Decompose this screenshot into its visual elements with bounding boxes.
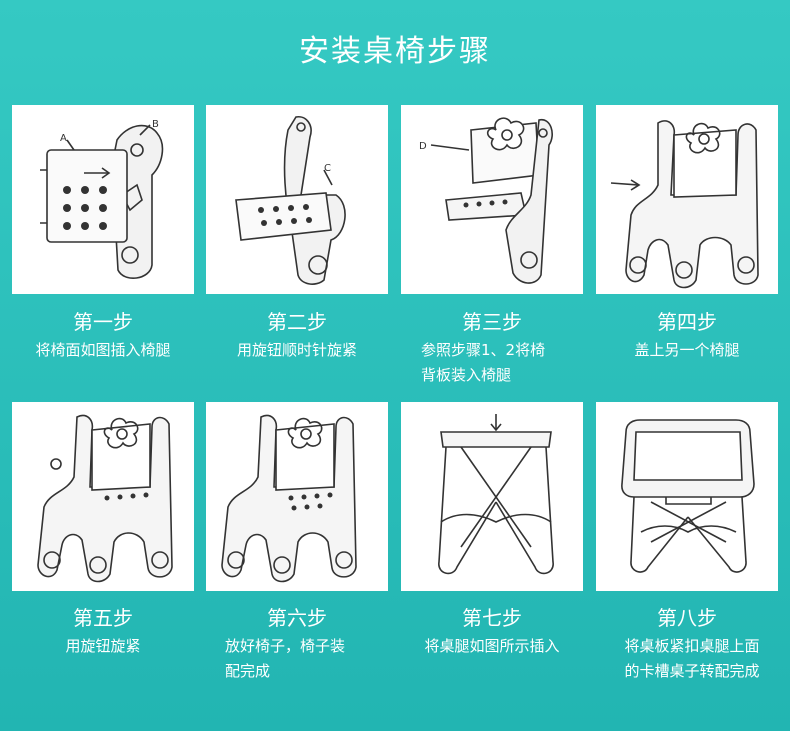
step-2-title: 第二步 [267, 310, 327, 334]
step-4-desc: 盖上另一个椅腿 [602, 338, 772, 363]
step-5-illustration [12, 402, 194, 591]
step-3-desc-line-2: 背板装入椅腿 [421, 366, 512, 384]
step-5-desc: 用旋钮旋紧 [18, 634, 188, 659]
step-2-illustration: C [206, 105, 388, 294]
page-title: 安装桌椅步骤 [299, 34, 491, 69]
step-1-illustration: A B [12, 105, 194, 294]
step-7-desc: 将桌腿如图所示插入 [407, 634, 577, 659]
step-7-desc-line-1: 将桌腿如图所示插入 [424, 637, 560, 655]
step-1-desc-line-1: 将椅面如图插入椅腿 [35, 341, 171, 359]
step-4-illustration [596, 105, 778, 294]
label-b: B [152, 119, 159, 130]
step-8-illustration [596, 402, 778, 591]
step-1-desc: 将椅面如图插入椅腿 [18, 338, 188, 363]
step-6-desc-line-1: 放好椅子，椅子装 [225, 637, 346, 655]
step-8-title: 第八步 [657, 606, 717, 630]
step-4-title: 第四步 [657, 310, 717, 334]
step-2-desc: 用旋钮顺时针旋紧 [212, 338, 382, 363]
step-5-desc-line-1: 用旋钮旋紧 [65, 637, 141, 655]
step-6-desc-line-2: 配完成 [225, 662, 271, 680]
step-7-title: 第七步 [462, 606, 522, 630]
label-a: A [60, 133, 67, 144]
step-7-illustration [401, 402, 583, 591]
step-8-desc-line-1: 将桌板紧扣桌腿上面 [624, 637, 760, 655]
step-8-desc-line-2: 的卡槽桌子转配完成 [624, 662, 760, 680]
step-6-desc: 放好椅子，椅子装 配完成 [225, 634, 395, 684]
step-4-desc-line-1: 盖上另一个椅腿 [634, 341, 740, 359]
label-d: D [419, 141, 427, 152]
step-8-desc: 将桌板紧扣桌腿上面 的卡槽桌子转配完成 [602, 634, 782, 684]
step-3-desc: 参照步骤1、2将椅 背板装入椅腿 [421, 338, 591, 388]
step-2-desc-line-1: 用旋钮顺时针旋紧 [236, 341, 357, 359]
step-3-title: 第三步 [462, 310, 522, 334]
step-5-title: 第五步 [73, 606, 133, 630]
step-6-illustration [206, 402, 388, 591]
step-3-desc-line-1: 参照步骤1、2将椅 [421, 341, 546, 359]
step-3-illustration: D [401, 105, 583, 294]
step-1-title: 第一步 [73, 310, 133, 334]
label-c: C [324, 163, 331, 174]
step-6-title: 第六步 [267, 606, 327, 630]
